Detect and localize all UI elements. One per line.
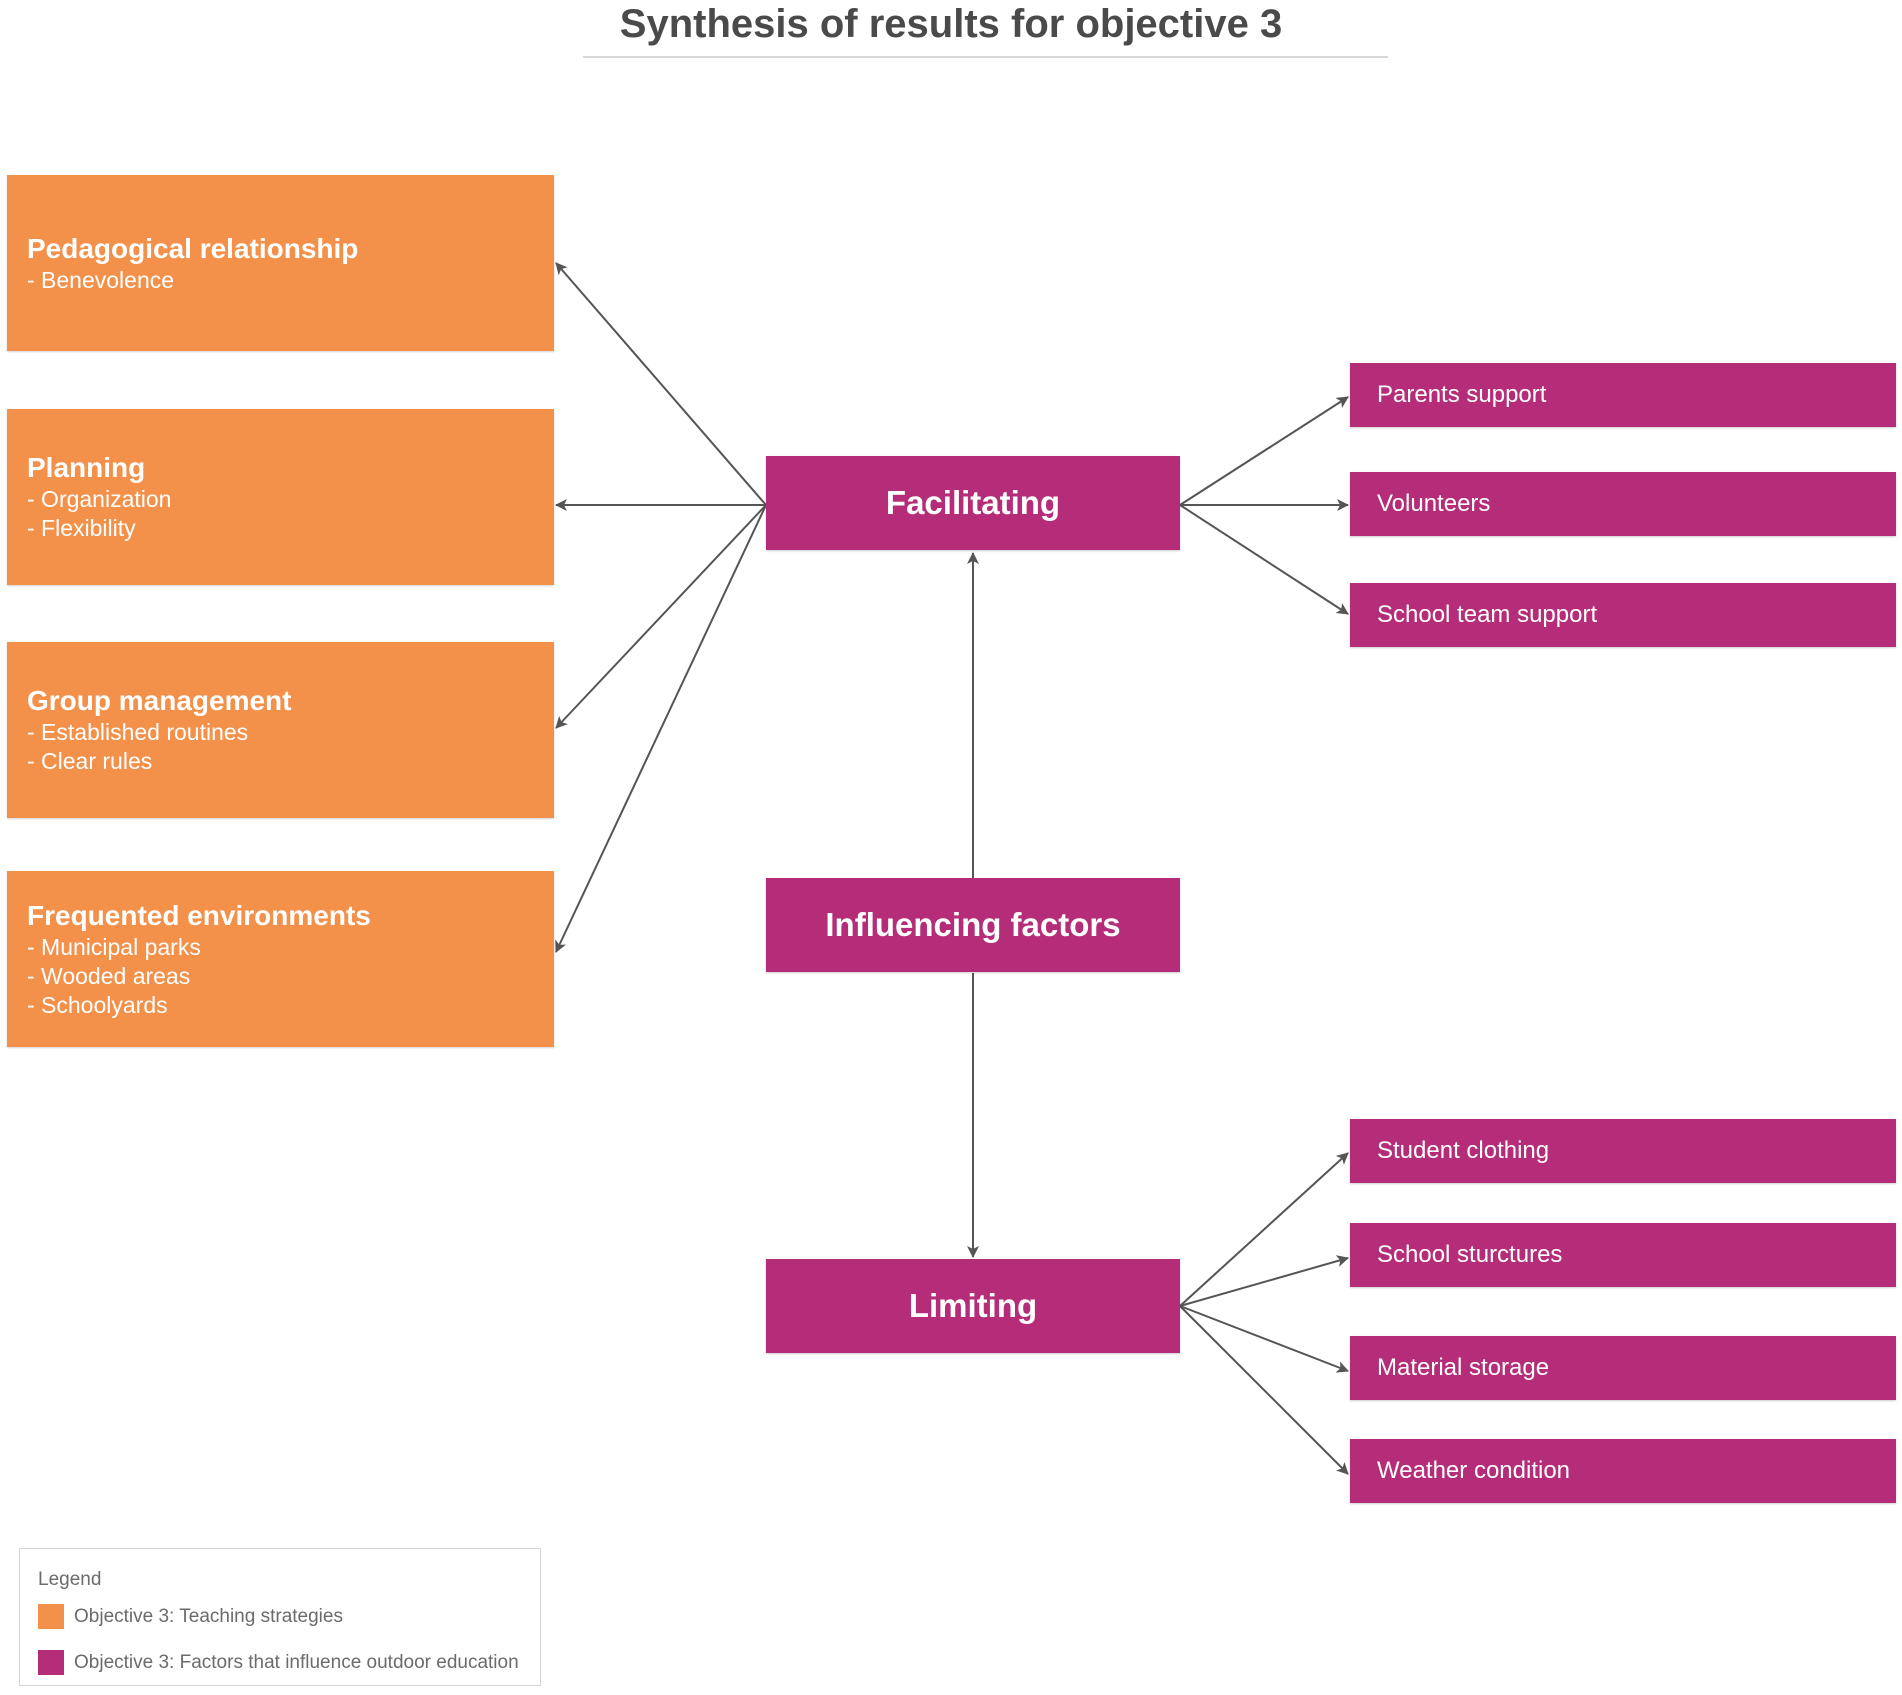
arrow-to-student-clothing xyxy=(1179,1152,1349,1307)
arrow-to-school-structures xyxy=(1179,1255,1349,1307)
facilitating-parents-support: Parents support xyxy=(1350,363,1896,427)
strategy-planning: Planning - Organization - Flexibility xyxy=(7,409,554,585)
strategy-item: - Established routines xyxy=(27,719,249,745)
node-limiting: Limiting xyxy=(766,1259,1180,1353)
strategy-item: - Organization xyxy=(27,486,172,512)
legend-title: Legend xyxy=(38,1569,102,1590)
arrow-to-weather-condition xyxy=(1179,1305,1349,1475)
diagram-title: Synthesis of results for objective 3 xyxy=(619,2,1283,46)
arrow-to-school-team-support xyxy=(1179,504,1349,615)
node-influencing-factors: Influencing factors xyxy=(766,878,1180,972)
strategy-pedagogical-relationship: Pedagogical relationship - Benevolence xyxy=(7,175,554,351)
strategy-item: - Schoolyards xyxy=(27,991,168,1018)
strategy-item: - Benevolence xyxy=(27,266,175,293)
legend-item-teaching-strategies: Objective 3: Teaching strategies xyxy=(38,1604,343,1629)
arrow-to-frequented-environments xyxy=(555,504,767,953)
strategy-item: - Municipal parks xyxy=(27,933,201,960)
limiting-material-storage: Material storage xyxy=(1350,1336,1896,1400)
limiting-student-clothing: Student clothing xyxy=(1350,1119,1896,1183)
facilitating-volunteers: Volunteers xyxy=(1350,472,1896,536)
legend: Legend Objective 3: Teaching strategies … xyxy=(19,1548,541,1686)
arrow-to-material-storage xyxy=(1179,1305,1349,1373)
legend-item-influencing-factors: Objective 3: Factors that influence outd… xyxy=(38,1650,519,1675)
legend-label: Objective 3: Factors that influence outd… xyxy=(74,1651,519,1673)
strategy-heading: Pedagogical relationship xyxy=(27,232,359,264)
strategy-item: - Flexibility xyxy=(27,515,136,541)
strategy-heading: Planning xyxy=(27,452,146,483)
limiting-school-structures: School sturctures xyxy=(1350,1223,1896,1287)
legend-swatch-orange xyxy=(38,1604,64,1629)
arrow-to-pedagogical-relationship xyxy=(555,262,767,506)
legend-swatch-magenta xyxy=(38,1650,64,1675)
strategy-frequented-environments: Frequented environments - Municipal park… xyxy=(7,871,554,1047)
arrow-to-parents-support xyxy=(1179,396,1349,506)
arrow-to-group-management xyxy=(555,504,767,729)
strategy-item: - Clear rules xyxy=(27,748,153,774)
strategy-heading: Group management xyxy=(27,685,292,716)
node-facilitating: Facilitating xyxy=(766,456,1180,550)
facilitating-school-team-support: School team support xyxy=(1350,583,1896,647)
limiting-weather-condition: Weather condition xyxy=(1350,1439,1896,1503)
strategy-heading: Frequented environments xyxy=(27,899,371,931)
title-divider xyxy=(583,56,1388,58)
legend-label: Objective 3: Teaching strategies xyxy=(74,1605,343,1627)
strategy-group-management: Group management - Established routines … xyxy=(7,642,554,818)
strategy-item: - Wooded areas xyxy=(27,962,191,989)
